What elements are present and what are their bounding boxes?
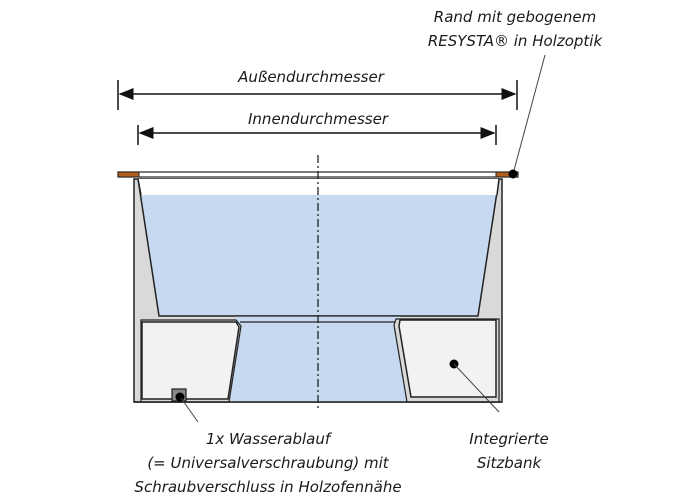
- outer-diameter-dimension: [117, 80, 518, 110]
- left-seat: [141, 321, 240, 400]
- rim-wood-left: [117, 171, 140, 178]
- drain-label-line1: 1x Wasserablauf: [206, 430, 333, 448]
- seat-label-line1: Integrierte: [469, 430, 548, 448]
- seat-leader-line: [453, 363, 500, 413]
- outer-diameter-label: Außendurchmesser: [237, 68, 385, 86]
- seat-label-line2: Sitzbank: [477, 454, 543, 472]
- drain-label-line2: (= Universalverschraubung) mit: [147, 454, 389, 472]
- rim-marker-dot: [508, 169, 518, 179]
- rim-label-line1: Rand mit gebogenem: [434, 8, 596, 26]
- inner-diameter-label: Innendurchmesser: [248, 110, 389, 128]
- drain-label-line3: Schraubverschluss in Holzofennähe: [134, 478, 401, 496]
- water-upper: [141, 195, 497, 316]
- drain-marker-dot: [175, 392, 185, 402]
- inner-diameter-dimension: [137, 125, 497, 145]
- drain-leader-line: [180, 397, 199, 423]
- rim-label-line2: RESYSTA® in Holzoptik: [428, 32, 604, 50]
- right-seat: [398, 319, 497, 398]
- rim-leader-line: [512, 54, 546, 175]
